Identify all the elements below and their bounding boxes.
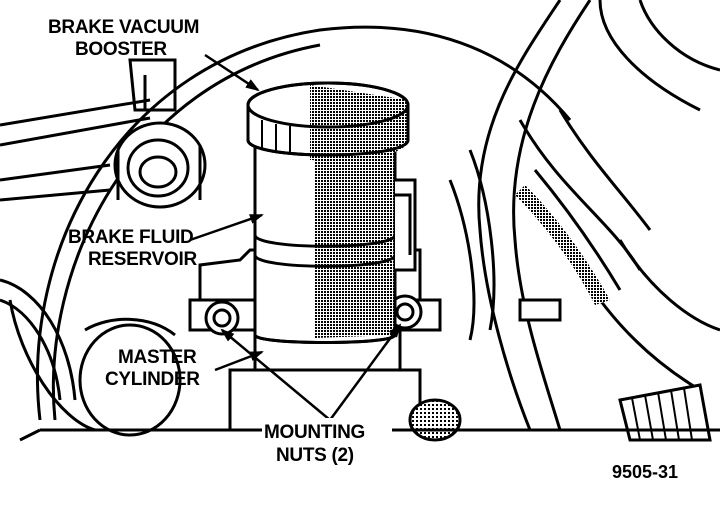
fluid-reservoir: [246, 81, 417, 344]
master-leader: [214, 350, 264, 372]
check-valve: [113, 121, 207, 209]
master-label-line2: CYLINDER: [105, 369, 200, 390]
nuts-label-bg: [262, 418, 392, 468]
left-disc: [0, 278, 182, 437]
booster-label-line1: BRAKE VACUUM: [48, 17, 199, 38]
right-hoses: [448, 0, 720, 431]
mounting-nut-left: [204, 300, 240, 336]
reservoir-label-line2: RESERVOIR: [88, 249, 197, 270]
left-linkage: [0, 58, 177, 202]
hose-shading: [515, 185, 610, 305]
booster-leader: [204, 53, 260, 92]
nuts-label-line2: NUTS (2): [276, 445, 354, 466]
nut-leader-left: [220, 328, 331, 421]
callout-labels: BRAKE VACUUM BOOSTER BRAKE FLUID RESERVO…: [48, 17, 678, 482]
leader-lines: [189, 53, 402, 421]
figure-number: 9505-31: [612, 462, 678, 482]
vacuum-booster-shell: [8, 25, 572, 432]
corrugated-fitting: [618, 383, 712, 442]
nut-leader-right: [328, 323, 402, 421]
nuts-label-line1: MOUNTING: [264, 422, 365, 443]
booster-label-line2: BOOSTER: [75, 39, 167, 60]
reservoir-label-line1: BRAKE FLUID: [68, 227, 193, 248]
reservoir-leader: [189, 213, 264, 242]
master-label-line1: MASTER: [118, 347, 197, 368]
